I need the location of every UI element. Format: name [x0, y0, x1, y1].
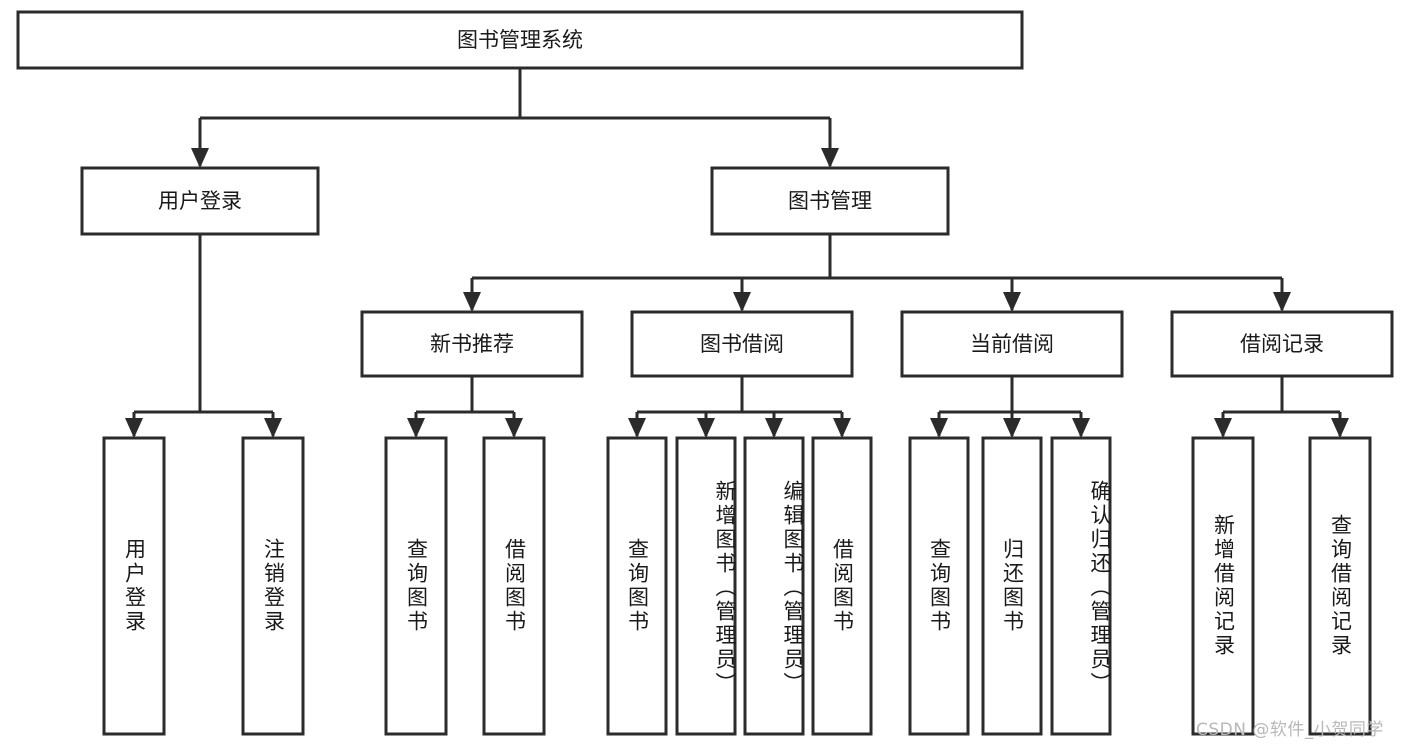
connector-layer [125, 68, 1349, 438]
arrow-head-icon [697, 418, 715, 438]
arrow-head-icon [1214, 418, 1232, 438]
node-root-label: 图书管理系统 [457, 28, 583, 52]
node-borrow-record[interactable] [1170, 310, 1394, 378]
arrow-head-icon [930, 418, 948, 438]
node-leaf-add-book[interactable] [675, 436, 737, 736]
arrow-head-icon [765, 418, 783, 438]
node-borrow-record-label: 借阅记录 [1240, 332, 1324, 356]
node-root[interactable] [16, 10, 1024, 70]
node-leaf-borrow-book-2[interactable] [811, 436, 873, 736]
node-leaf-confirm-return[interactable] [1050, 436, 1112, 736]
node-user-login-label: 用户登录 [158, 189, 242, 213]
node-new-book-rec[interactable] [360, 310, 584, 378]
arrow-head-icon [1072, 418, 1090, 438]
arrow-head-icon [833, 418, 851, 438]
arrow-head-icon [1273, 292, 1291, 312]
arrow-head-icon [505, 418, 523, 438]
node-leaf-user-logout[interactable] [241, 436, 305, 736]
node-book-manage-label: 图书管理 [788, 189, 872, 213]
arrow-head-icon [191, 148, 209, 168]
node-leaf-user-login[interactable] [102, 436, 166, 736]
node-user-login[interactable] [80, 166, 320, 236]
arrow-head-icon [1331, 418, 1349, 438]
arrow-head-icon [1003, 418, 1021, 438]
arrow-head-icon [407, 418, 425, 438]
node-new-book-rec-label: 新书推荐 [430, 332, 514, 356]
arrow-head-icon [628, 418, 646, 438]
node-leaf-query-book-1[interactable] [384, 436, 448, 736]
arrow-head-icon [821, 148, 839, 168]
node-leaf-borrow-book-1[interactable] [482, 436, 546, 736]
node-current-borrow[interactable] [900, 310, 1124, 378]
node-book-borrow-label: 图书借阅 [700, 332, 784, 356]
arrow-head-icon [1003, 292, 1021, 312]
node-leaf-query-book-3[interactable] [908, 436, 970, 736]
node-book-borrow[interactable] [630, 310, 854, 378]
node-book-manage[interactable] [710, 166, 950, 236]
csdn-watermark: CSDN @软件_小贺同学 [1196, 720, 1384, 740]
box-layer [16, 10, 1394, 736]
node-leaf-query-record[interactable] [1308, 436, 1372, 736]
node-leaf-return-book[interactable] [981, 436, 1043, 736]
node-leaf-edit-book[interactable] [743, 436, 805, 736]
node-leaf-query-book-2[interactable] [606, 436, 668, 736]
arrow-head-icon [264, 418, 282, 438]
node-leaf-add-record[interactable] [1191, 436, 1255, 736]
arrow-head-icon [733, 292, 751, 312]
arrow-head-icon [463, 292, 481, 312]
arrow-head-icon [125, 418, 143, 438]
node-current-borrow-label: 当前借阅 [970, 332, 1054, 356]
